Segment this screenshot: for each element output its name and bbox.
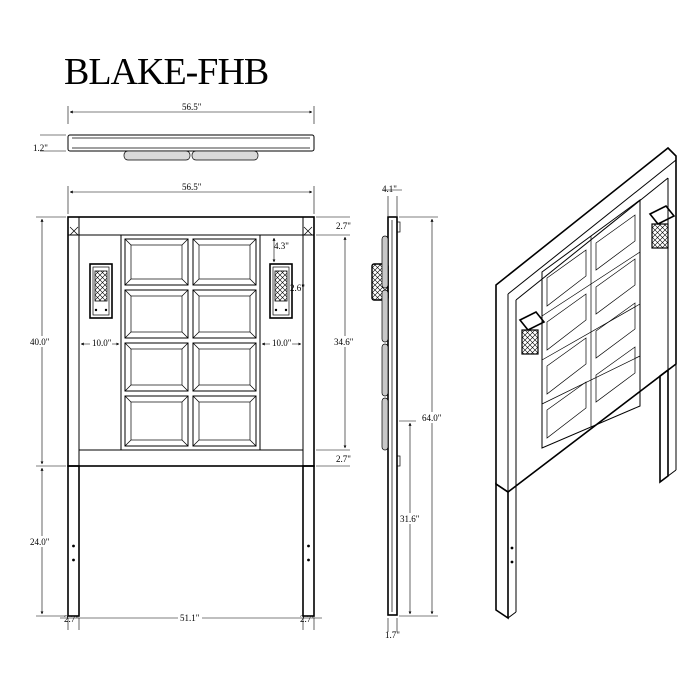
side-depth-label: 4.1" (382, 184, 397, 194)
right-sconce-lamp (269, 263, 293, 319)
front-view: 56.5" (30, 182, 355, 630)
center-panel-tiles (124, 238, 257, 447)
right-gap-label: 10.0" (272, 338, 292, 348)
leg-depth-label: 1.7" (385, 630, 400, 640)
lamp-offset-label: 4.3" (274, 241, 289, 251)
isometric-view (495, 146, 677, 620)
left-gap-label: 10.0" (92, 338, 112, 348)
side-view: 4.1" 64.0" 31.6" 1.7" (371, 184, 443, 640)
floor-to-panel-label: 31.6" (400, 514, 420, 524)
left-post-label: 2.7" (64, 614, 79, 624)
product-title: BLAKE-FHB (64, 51, 268, 93)
right-post-label: 2.7" (300, 614, 315, 624)
leg-height-label: 24.0" (30, 537, 50, 547)
center-height-label: 34.6" (334, 337, 354, 347)
inner-width-label: 51.1" (180, 613, 200, 623)
top-view: 56.5" 1.2" (33, 102, 315, 161)
top-width-label: 56.5" (182, 102, 202, 112)
left-sconce-lamp (89, 263, 113, 319)
lamp-width-label: 2.6" (290, 283, 305, 293)
total-height-label: 64.0" (422, 413, 442, 423)
top-rail-label: 2.7" (336, 221, 351, 231)
panel-height-label: 40.0" (30, 337, 50, 347)
front-width-label: 56.5" (182, 182, 202, 192)
top-depth-label: 1.2" (33, 143, 48, 153)
bottom-rail-label: 2.7" (336, 454, 351, 464)
